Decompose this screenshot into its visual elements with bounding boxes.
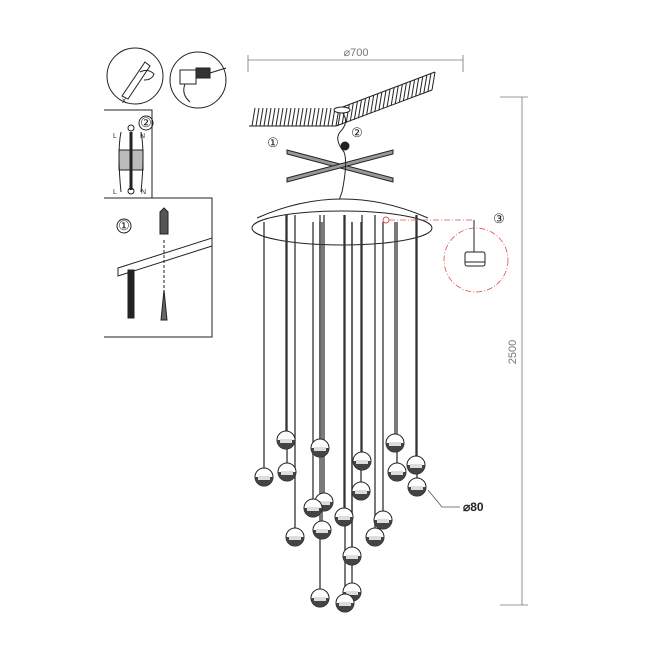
hatch-line bbox=[283, 107, 288, 127]
callout-2-wiring: ② bbox=[140, 115, 152, 130]
hatch-line bbox=[303, 107, 308, 127]
drill-icon bbox=[169, 51, 227, 109]
width-dimension-label: ⌀700 bbox=[344, 47, 369, 59]
hatch-line bbox=[279, 107, 284, 127]
hatch-line bbox=[311, 107, 316, 127]
cross-mounting-bracket bbox=[286, 106, 394, 217]
lamp-head-detail bbox=[382, 216, 509, 293]
neutral-label-bottom: N bbox=[141, 189, 146, 196]
pendant-ball bbox=[335, 593, 355, 613]
pendant-ball bbox=[407, 477, 427, 497]
live-label-top: L bbox=[113, 133, 117, 140]
callout-3-lamp-head: ③ bbox=[493, 211, 505, 226]
hatch-line bbox=[431, 71, 436, 91]
hatch-line bbox=[287, 107, 292, 127]
pendant-ball bbox=[387, 462, 407, 482]
hatch-line bbox=[357, 100, 362, 119]
hatch-line bbox=[327, 107, 332, 127]
hatch-line bbox=[323, 107, 328, 127]
pendant-ball bbox=[352, 451, 372, 471]
pendant-ball bbox=[334, 507, 354, 527]
height-dimension-line bbox=[500, 96, 528, 606]
hatch-line bbox=[319, 107, 324, 127]
pendant-ball bbox=[385, 433, 405, 453]
bracket-detail-panel bbox=[104, 197, 213, 338]
hatch-line bbox=[275, 107, 280, 127]
hatch-line bbox=[423, 75, 428, 94]
hatch-line bbox=[402, 82, 407, 102]
hatch-line bbox=[307, 107, 312, 127]
hatch-line bbox=[353, 101, 358, 120]
hatch-line bbox=[427, 73, 432, 92]
svg-text:x: x bbox=[122, 96, 126, 105]
hatch-line bbox=[394, 86, 399, 105]
pendant-ball bbox=[310, 588, 330, 608]
pendant-ball bbox=[406, 455, 426, 475]
callout-2-wiring-main: ② bbox=[351, 125, 363, 140]
hatch-line bbox=[267, 107, 272, 127]
pendant-ball bbox=[310, 438, 330, 458]
pendant-ball bbox=[303, 498, 323, 518]
hatch-line bbox=[419, 76, 424, 95]
ball-diameter-label: ⌀80 bbox=[463, 500, 484, 514]
callout-1-bracket-main: ① bbox=[267, 135, 279, 150]
pendant-ball bbox=[365, 527, 385, 547]
hatch-line bbox=[406, 81, 411, 100]
hatch-line bbox=[366, 96, 371, 116]
hatch-line bbox=[370, 95, 375, 114]
live-label-bottom: L bbox=[113, 189, 117, 196]
hatch-line bbox=[349, 103, 354, 122]
ball-diameter-leader bbox=[427, 489, 460, 508]
pendant-balls bbox=[254, 430, 427, 613]
pendant-ball bbox=[342, 546, 362, 566]
hatch-line bbox=[411, 79, 416, 98]
hatch-line bbox=[398, 84, 403, 103]
hatch-line bbox=[291, 107, 296, 127]
pendant-ball bbox=[351, 481, 371, 501]
hatch-line bbox=[386, 89, 391, 108]
hatch-line bbox=[362, 98, 367, 117]
hatch-line bbox=[259, 107, 264, 127]
width-dimension-line bbox=[247, 55, 464, 72]
pendant-ball bbox=[285, 527, 305, 547]
pendant-ball bbox=[254, 467, 274, 487]
pendant-ball bbox=[276, 430, 296, 450]
hatch-line bbox=[378, 92, 383, 111]
hatch-line bbox=[382, 90, 387, 109]
hatch-line bbox=[251, 107, 256, 127]
ceiling-top-edge bbox=[339, 71, 436, 109]
ceiling bbox=[249, 71, 436, 127]
tester-screwdriver-icon: x bbox=[106, 47, 164, 105]
hatch-line bbox=[415, 78, 420, 97]
hatch-line bbox=[295, 107, 300, 127]
hatch-line bbox=[315, 107, 320, 127]
neutral-label-top: N bbox=[140, 133, 145, 140]
hatch-line bbox=[263, 107, 268, 127]
height-dimension-label: 2500 bbox=[507, 340, 519, 364]
pendant-ball bbox=[312, 520, 332, 540]
hatch-line bbox=[374, 93, 379, 112]
pendant-ball bbox=[277, 462, 297, 482]
hatch-line bbox=[255, 107, 260, 127]
pendant-ball bbox=[373, 510, 393, 530]
callout-1-bracket: ① bbox=[118, 218, 130, 233]
hatch-line bbox=[271, 107, 276, 127]
hatch-line bbox=[390, 87, 395, 106]
hatch-line bbox=[299, 107, 304, 127]
canopy bbox=[251, 198, 433, 246]
